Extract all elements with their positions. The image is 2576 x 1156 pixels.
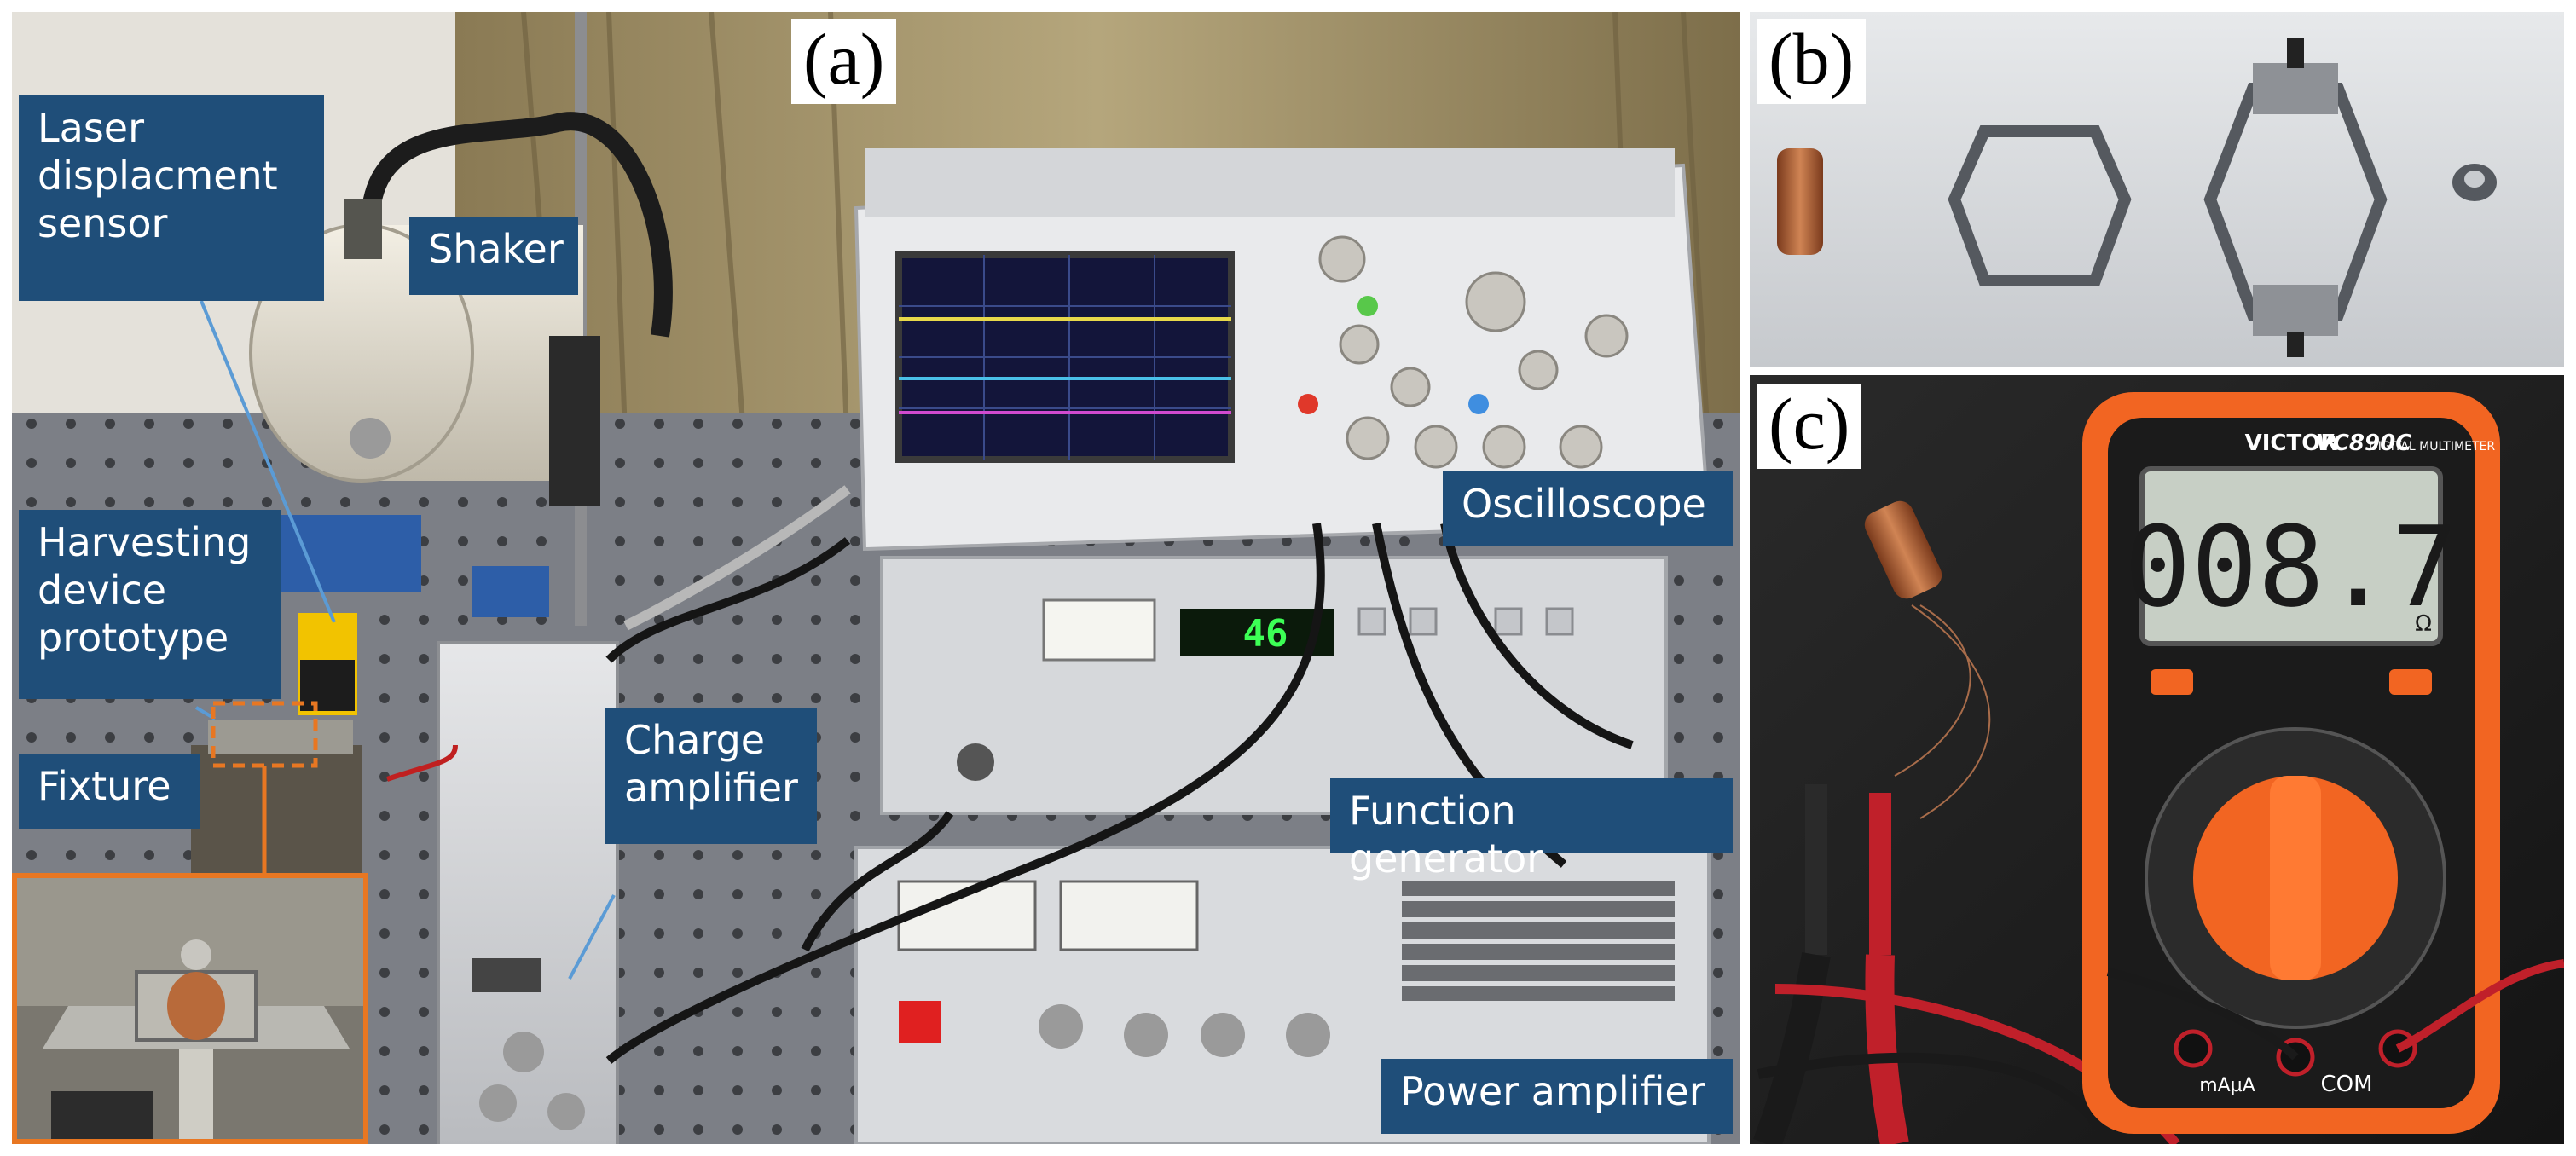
fixture-inset-illustration [17, 878, 363, 1139]
multimeter-photo-illustration: VICTOR VC890C DIGITAL MULTIMETER 008.7 Ω… [1750, 375, 2564, 1144]
multimeter-unit: Ω [2415, 611, 2432, 637]
multimeter-brand: VICTOR [2245, 431, 2338, 456]
generator-readout: 46 [1243, 612, 1288, 656]
panel-a-photo: 46 [12, 12, 1740, 1144]
terminal-label-com: COM [2320, 1072, 2372, 1097]
callout-charge-amplifier: Charge amplifier [605, 708, 817, 844]
panel-label-a: (a) [791, 19, 897, 104]
callout-harvesting-device: Harvesting device prototype [19, 510, 281, 699]
multimeter-model: VC890C [2316, 431, 2412, 456]
callout-power-amplifier: Power amplifier [1381, 1059, 1733, 1134]
multimeter-reading: 008.7 [2124, 502, 2457, 632]
setup-photo-illustration: 46 [12, 12, 1740, 1144]
callout-oscilloscope: Oscilloscope [1443, 471, 1733, 546]
terminal-label-ma: mAµA [2199, 1075, 2255, 1096]
panel-label-c: (c) [1757, 384, 1862, 469]
panel-label-b: (b) [1757, 19, 1867, 104]
callout-fixture: Fixture [19, 754, 200, 829]
panel-b-photo [1750, 12, 2564, 367]
components-photo-illustration [1750, 12, 2564, 367]
callout-shaker: Shaker [409, 217, 578, 295]
callout-laser-sensor: Laser displacment sensor [19, 95, 324, 301]
panel-c-photo: VICTOR VC890C DIGITAL MULTIMETER 008.7 Ω… [1750, 375, 2564, 1144]
callout-function-generator: Function generator [1330, 778, 1733, 881]
multimeter-caption: DIGITAL MULTIMETER [2369, 440, 2495, 454]
fixture-inset [12, 873, 368, 1144]
